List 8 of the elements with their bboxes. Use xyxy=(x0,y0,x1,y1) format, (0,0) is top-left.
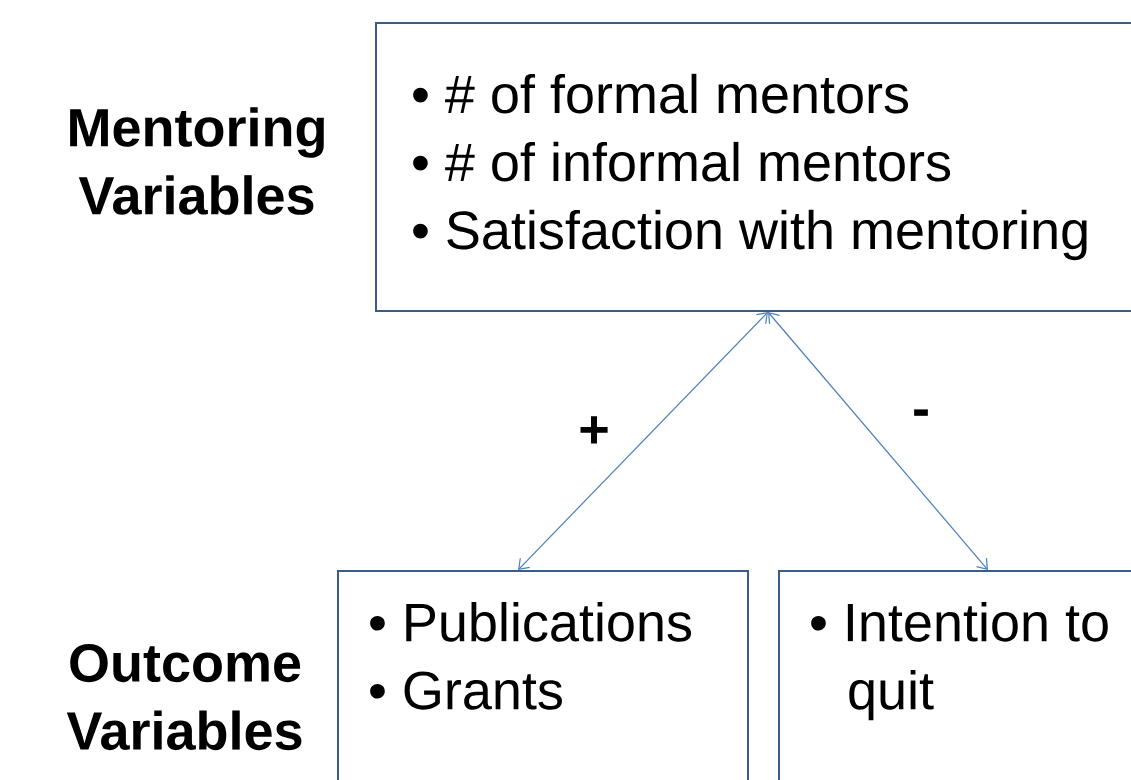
text-box: • Intention to quit xyxy=(778,570,1131,780)
edge-label: - xyxy=(914,409,928,416)
row-label: Mentoring Variables xyxy=(70,107,324,215)
arrow xyxy=(768,312,988,570)
text-box: • Publications • Grants xyxy=(337,570,749,780)
edge-label: + xyxy=(580,416,608,444)
text-box: • # of formal mentors • # of informal mentors • Satisfaction with mentoring xyxy=(375,22,1131,312)
arrow xyxy=(518,312,768,570)
